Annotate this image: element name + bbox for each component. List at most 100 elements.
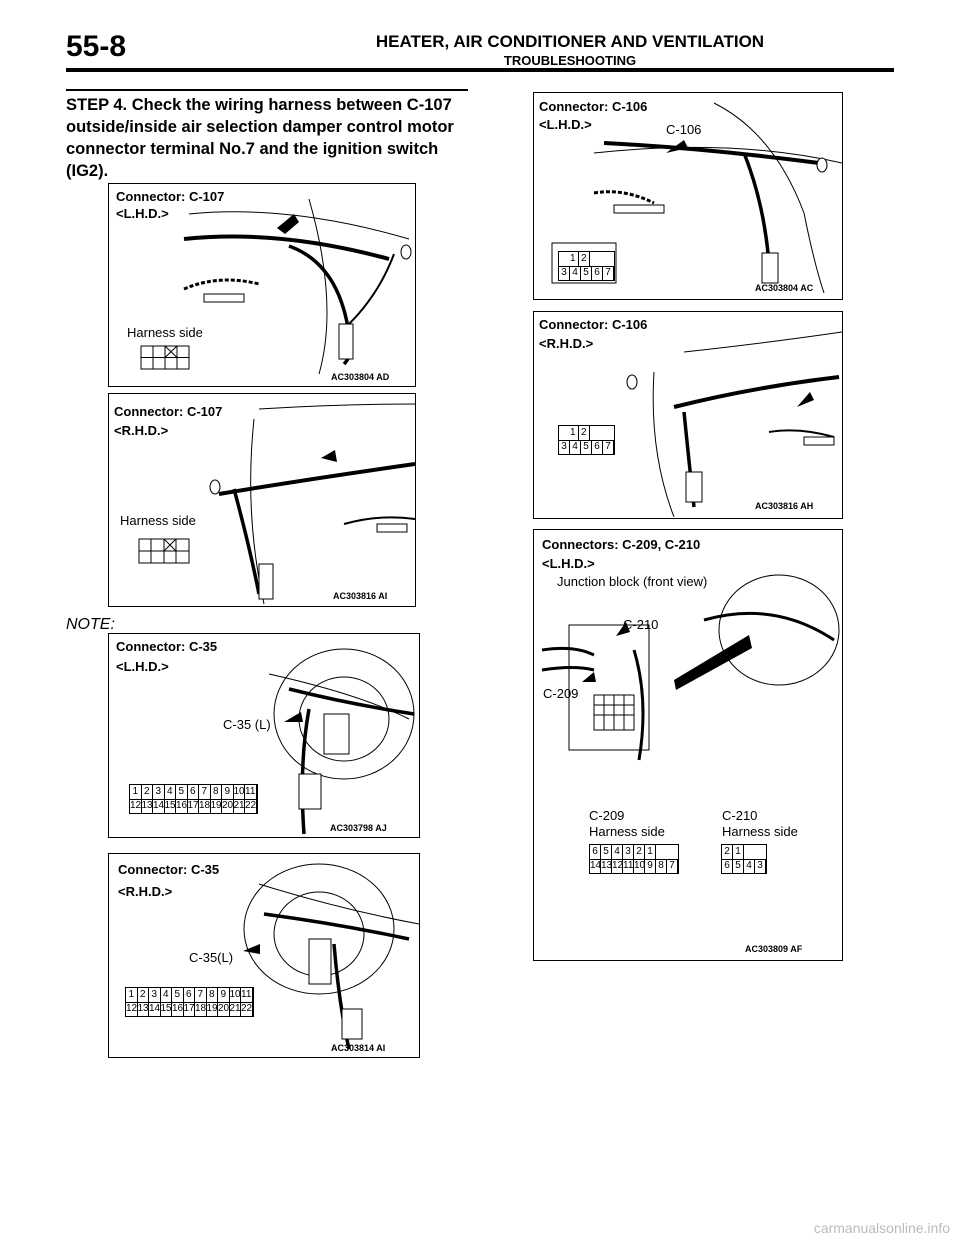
- pin-bottom: 14: [590, 859, 602, 873]
- drive-label: <L.H.D.>: [542, 556, 595, 571]
- pin-bottom: 11: [623, 859, 634, 873]
- watermark: carmanualsonline.info: [813, 1220, 950, 1236]
- figure-code: AC303809 AF: [745, 944, 803, 954]
- pin-top: 8: [211, 785, 222, 799]
- pin-top: 1: [130, 785, 142, 799]
- connector-label: Connectors: C-209, C-210: [542, 537, 701, 552]
- pin-bottom: 14: [153, 799, 165, 813]
- pin-top: 1: [568, 252, 579, 266]
- pin-top: 6: [188, 785, 199, 799]
- pin-top: 2: [579, 426, 590, 440]
- pin-top: 10: [229, 988, 241, 1002]
- pin-bottom: 17: [183, 1002, 195, 1016]
- pin-bottom: 22: [245, 799, 257, 813]
- figure-code: AC303798 AJ: [330, 823, 387, 833]
- pin-top: 1: [568, 426, 579, 440]
- pin-bottom: 15: [164, 799, 176, 813]
- figure-code: AC303816 AI: [333, 591, 388, 601]
- pin-bottom: 17: [187, 799, 199, 813]
- pin-top: 2: [138, 988, 149, 1002]
- note-label: NOTE:: [66, 616, 115, 633]
- pin-bottom: 8: [656, 859, 667, 873]
- pin-bottom: 6: [592, 266, 603, 280]
- pin-top: 2: [579, 252, 590, 266]
- pin-bottom: 13: [601, 859, 613, 873]
- pin-bottom: 15: [160, 1002, 172, 1016]
- figure-code: AC303814 AI: [331, 1043, 386, 1053]
- pin-top: 5: [601, 845, 612, 859]
- pin-top: 4: [161, 988, 172, 1002]
- dashboard-illustration: [243, 863, 419, 1050]
- pin-top: 5: [172, 988, 184, 1002]
- pin-top: 2: [722, 845, 733, 859]
- pin-top: 5: [176, 785, 188, 799]
- junction-block-illustration: [541, 574, 840, 761]
- pin-top: 10: [233, 785, 245, 799]
- harness-side-label: Harness side: [127, 325, 203, 340]
- pin-top: 3: [153, 785, 165, 799]
- pin-top: 6: [184, 988, 195, 1002]
- pin-bottom: 13: [137, 1002, 149, 1016]
- c106-callout: C-106: [666, 122, 702, 137]
- pin-bottom: 13: [141, 799, 153, 813]
- pin-bottom: 12: [130, 799, 142, 813]
- pin-top: 3: [149, 988, 161, 1002]
- step-heading: STEP 4. Check the wiring harness between…: [66, 96, 454, 180]
- pin-bottom: 21: [229, 1002, 241, 1016]
- c210-connector-label: C-210: [722, 808, 758, 823]
- pin-bottom: 3: [559, 266, 570, 280]
- figure-code: AC303804 AD: [331, 372, 390, 382]
- pin-bottom: 20: [218, 1002, 230, 1016]
- figure-code: AC303804 AC: [755, 283, 814, 293]
- connector-label: Connector: C-107: [114, 404, 223, 419]
- pin-row-divider: [559, 440, 614, 441]
- pin-bottom: 19: [206, 1002, 218, 1016]
- header-rule: [66, 68, 894, 72]
- pin-row-divider: [130, 799, 257, 800]
- pin-bottom: 4: [744, 859, 755, 873]
- figure-c209-c210: Connectors: C-209, C-210 <L.H.D.> Juncti…: [533, 529, 843, 961]
- c209-connector-label: C-209: [589, 808, 625, 823]
- pin-row-divider: [559, 266, 614, 267]
- connector-label: Connector: C-106: [539, 99, 648, 114]
- page-number: 55-8: [66, 30, 127, 63]
- pin-row-divider: [126, 1002, 253, 1003]
- c209-harness-label: Harness side: [589, 824, 665, 839]
- pin-bottom: 12: [126, 1002, 138, 1016]
- drive-label: <R.H.D.>: [118, 884, 173, 899]
- pin-bottom: 4: [570, 440, 581, 454]
- pin-bottom: 7: [667, 859, 678, 873]
- pin-top: 7: [195, 988, 207, 1002]
- pin-top: 6: [590, 845, 601, 859]
- pin-bottom: 6: [592, 440, 603, 454]
- connector-label: Connector: C-106: [539, 317, 648, 332]
- pin-bottom: 12: [612, 859, 624, 873]
- page-subtitle: TROUBLESHOOTING: [503, 53, 637, 68]
- junction-block-label: Junction block (front view): [557, 574, 708, 589]
- drive-label: <L.H.D.>: [116, 659, 169, 674]
- pin-bottom: 6: [722, 859, 733, 873]
- step-rule: [66, 89, 468, 91]
- pin-bottom: 5: [581, 440, 592, 454]
- connector-pin-diagram: [140, 345, 190, 370]
- dashboard-illustration: [183, 198, 412, 375]
- pin-top: 2: [142, 785, 153, 799]
- c35-callout: C-35 (L): [223, 717, 271, 732]
- pin-top: 8: [207, 988, 218, 1002]
- drive-label: <L.H.D.>: [116, 206, 169, 221]
- pin-top: 9: [218, 988, 230, 1002]
- pin-bottom: 18: [195, 1002, 207, 1016]
- harness-side-label: Harness side: [120, 513, 196, 528]
- pin-bottom: 9: [645, 859, 656, 873]
- pin-bottom: 22: [241, 1002, 253, 1016]
- pin-bottom: 7: [603, 266, 614, 280]
- page-title: HEATER, AIR CONDITIONER AND VENTILATION: [375, 32, 765, 51]
- pin-row-divider: [722, 859, 766, 860]
- pin-row-divider: [590, 859, 678, 860]
